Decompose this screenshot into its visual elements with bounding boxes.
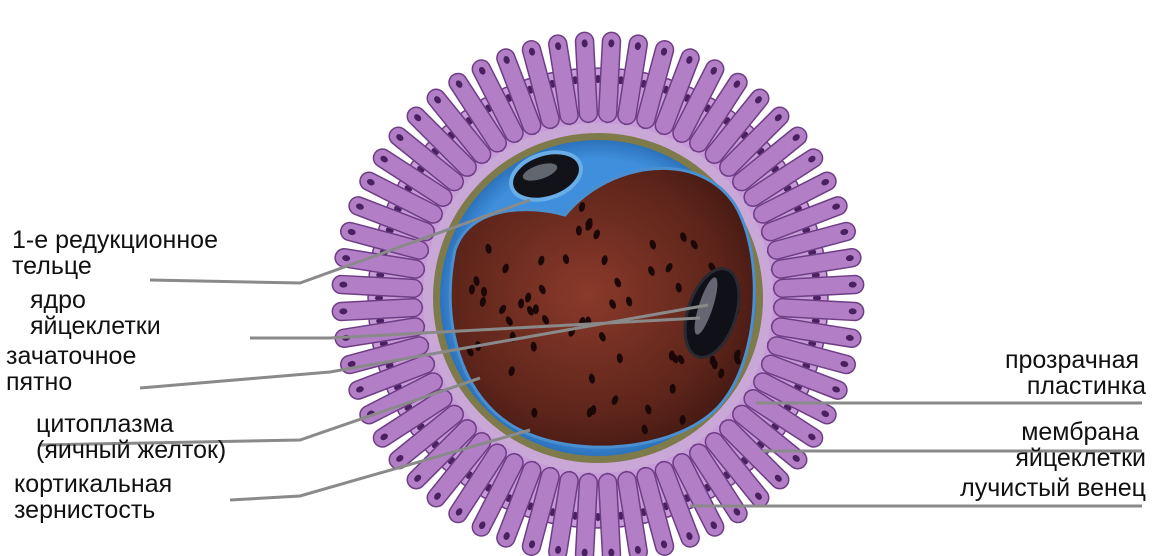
label-nucleus: ядро яйцеклетки [30,286,161,340]
corona-cell [598,32,621,123]
corona-cell [773,298,864,321]
label-zona-pellucida: прозрачная пластинка [1005,346,1146,400]
corona-cell [332,298,423,321]
corona-cell [575,473,598,556]
corona-cell [773,275,864,298]
granule-dot [670,384,676,394]
label-cortical-granules: кортикальная зернистость [14,470,179,524]
label-cytoplasm: цитоплазма (яичный желток) [36,410,226,464]
corona-cell [598,473,621,556]
corona-cell [332,275,423,298]
corona-cell [575,32,598,123]
label-polar-body: 1-е редукционное тельце [12,226,225,280]
label-corona-radiata: лучистый венец [960,474,1146,502]
label-germinal-spot: зачаточное пятно [6,342,143,396]
label-egg-membrane: мембрана яйцеклетки [1015,418,1146,472]
